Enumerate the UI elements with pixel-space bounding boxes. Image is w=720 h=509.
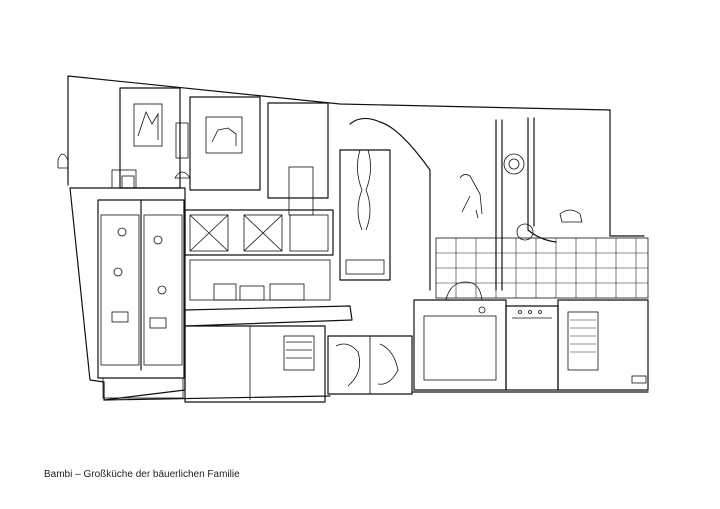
upper-wall-cabinets (67, 75, 611, 216)
pipes (495, 109, 645, 291)
drawing-caption: Bambi – Großküche der bäuerlichen Famili… (44, 469, 240, 480)
tall-cupboard (57, 153, 191, 401)
wall-clock (503, 153, 525, 175)
tiled-wall (435, 237, 649, 299)
floor-line (103, 391, 649, 401)
artist-signature (631, 375, 647, 384)
water-heater (339, 117, 431, 291)
animal-ornament (559, 209, 583, 223)
middle-shelf-unit (184, 209, 334, 301)
right-counter (557, 299, 649, 391)
dishwasher (505, 305, 559, 391)
lower-counter (184, 305, 353, 403)
crate-box (327, 335, 413, 395)
deer-ornament (459, 174, 483, 219)
